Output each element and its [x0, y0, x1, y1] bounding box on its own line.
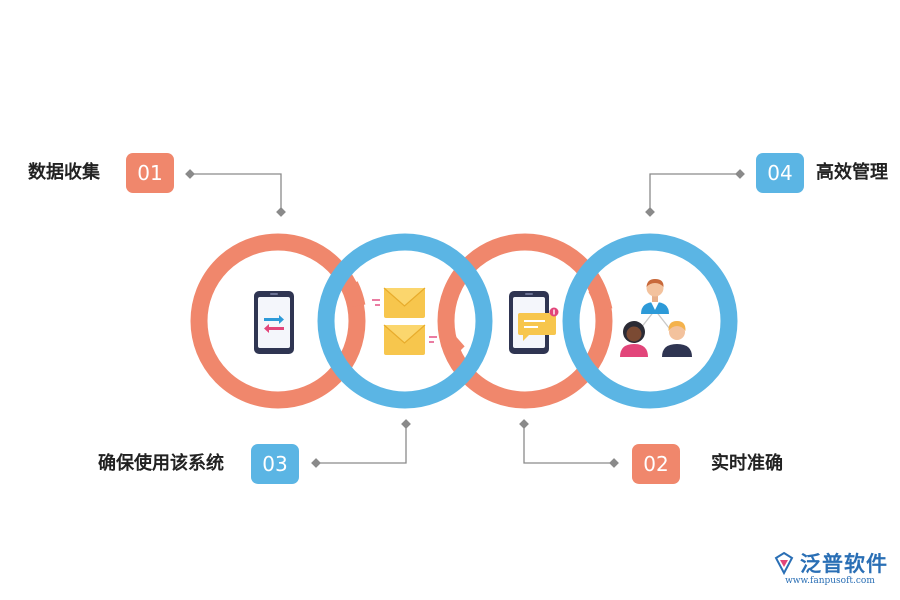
connector-02-start [519, 419, 529, 429]
connector-01 [190, 173, 282, 212]
connector-04-end [735, 169, 745, 179]
ring-4 [562, 233, 738, 409]
phone-transfer-icon [254, 291, 294, 354]
step-04-badge: 04 [756, 153, 804, 193]
step-01-label: 数据收集 [28, 162, 100, 183]
logo-url: www.fanpusoft.com [785, 576, 875, 586]
step-04-label: 高效管理 [816, 162, 888, 183]
step-01-badge: 01 [126, 153, 174, 193]
connector-02-end [609, 458, 619, 468]
ring-2 [317, 233, 493, 409]
connectors [185, 169, 745, 468]
envelope-icon [372, 287, 437, 355]
connector-04-start [645, 207, 655, 217]
ring-1-overlap [342, 281, 366, 308]
step-03-badge: 03 [251, 444, 299, 484]
connector-03 [316, 424, 407, 464]
connector-03-end [311, 458, 321, 468]
ring-1 [190, 233, 366, 409]
step-03-label: 确保使用该系统 [98, 453, 224, 474]
ring-3 [437, 233, 613, 409]
logo-name: 泛普软件 [800, 552, 888, 576]
brand-logo: 泛普软件 www.fanpusoft.com [772, 548, 888, 586]
connector-03-start [401, 419, 411, 429]
connector-02 [523, 424, 614, 464]
phone-message-icon [509, 291, 559, 354]
step-02-label: 实时准确 [711, 453, 783, 474]
step-02-badge: 02 [632, 444, 680, 484]
connector-01-start [276, 207, 286, 217]
ring-3-overlap [441, 333, 465, 358]
logo-mark-icon [774, 551, 794, 575]
team-icon [620, 279, 692, 357]
connector-01-end [185, 169, 195, 179]
connector-04 [649, 173, 740, 212]
ring-3-overlap-right [588, 283, 613, 312]
